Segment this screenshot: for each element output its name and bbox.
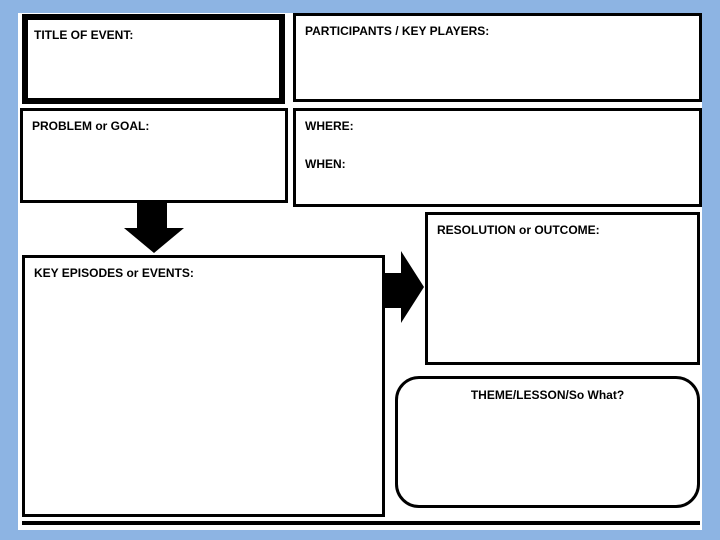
resolution-label: RESOLUTION or OUTCOME: [437,223,600,237]
where-when-box[interactable]: WHERE: WHEN: [293,108,702,207]
participants-box[interactable]: PARTICIPANTS / KEY PLAYERS: [293,13,702,102]
when-label: WHEN: [305,157,346,171]
participants-label: PARTICIPANTS / KEY PLAYERS: [305,24,490,38]
where-label: WHERE: [305,119,354,133]
title-of-event-box[interactable]: TITLE OF EVENT: [22,14,285,104]
title-of-event-label: TITLE OF EVENT: [34,28,134,42]
resolution-box[interactable]: RESOLUTION or OUTCOME: [425,212,700,365]
key-episodes-label: KEY EPISODES or EVENTS: [34,266,194,280]
problem-or-goal-box[interactable]: PROBLEM or GOAL: [20,108,288,203]
problem-or-goal-label: PROBLEM or GOAL: [32,119,150,133]
key-episodes-box[interactable]: KEY EPISODES or EVENTS: [22,255,385,517]
theme-lesson-box[interactable]: THEME/LESSON/So What? [395,376,700,508]
flow-arrow-right-icon [385,251,424,323]
flow-arrow-down-icon [124,202,184,253]
theme-lesson-label: THEME/LESSON/So What? [470,388,625,402]
page-bottom-rule [22,521,700,525]
